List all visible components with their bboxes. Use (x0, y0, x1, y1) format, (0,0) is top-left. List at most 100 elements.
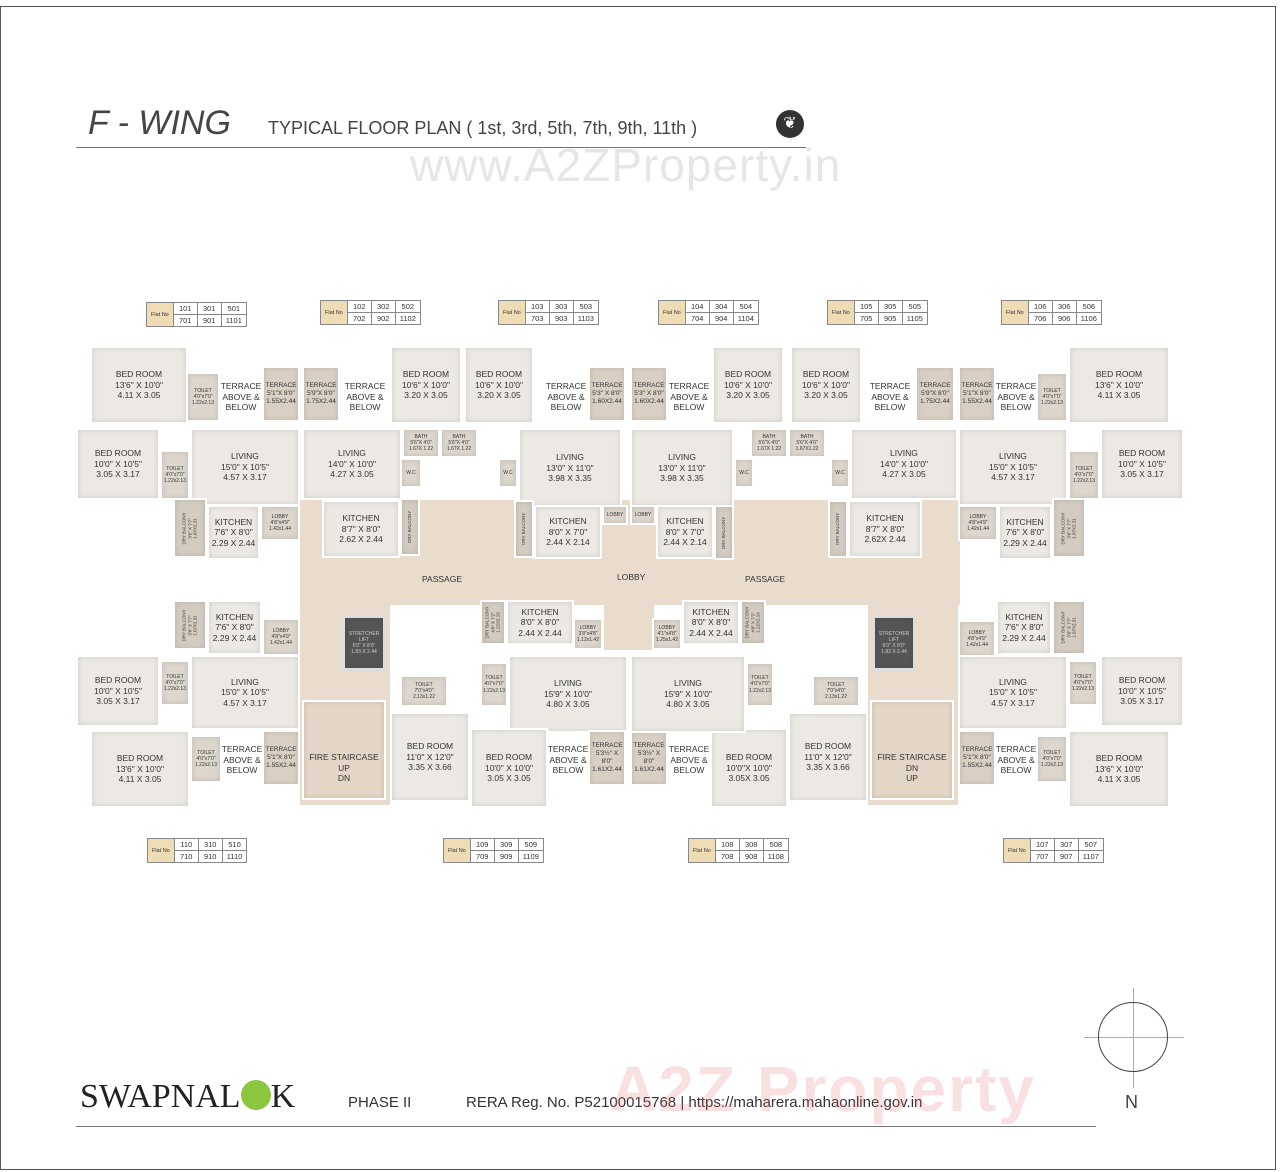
flat-number: 1104 (732, 312, 759, 325)
room-name: FIRE STAIRCASE (877, 752, 947, 763)
flat-number: 310 (197, 838, 223, 851)
room-size-metric: 4.11 X 3.05 (1097, 390, 1141, 401)
flat-number: 1103 (572, 312, 599, 325)
room-name: BATH (800, 433, 814, 440)
room-size-imperial: 15'9" X 10'0" (663, 688, 713, 699)
room-name: LIVING (231, 451, 259, 462)
room-size-metric: 1.42x1.44 (269, 526, 291, 533)
flat-number: 305 (877, 300, 903, 313)
flat-number: 908 (738, 850, 764, 863)
room-w-c: W.C (734, 458, 754, 488)
flat-number: 110 (173, 838, 199, 851)
room-name: BED ROOM (724, 369, 772, 380)
room-size-imperial: 8'7" X 8'0" (341, 523, 381, 534)
room-size-metric: 1.55X2.44 (266, 762, 296, 770)
flat-number: 303 (548, 300, 574, 313)
room-size-metric: 1.67X 1.22 (408, 446, 434, 453)
flat-number: 508 (762, 838, 789, 851)
room-name: KITCHEN (692, 606, 730, 617)
room-name: LIVING (554, 678, 582, 689)
room-size-metric: 1.22X2.19 (495, 612, 501, 633)
room-size-metric: 1.75X2.44 (920, 398, 950, 406)
room-size-imperial: 7'6" X 8'0" (1005, 527, 1045, 538)
flat-number: 106 (1027, 300, 1053, 313)
room-name: TOILET (415, 681, 433, 688)
room-name: DRY BALCONY (744, 606, 750, 639)
flat-number: 509 (517, 838, 544, 851)
room-size-imperial: 4'0"x7'0" (1073, 679, 1093, 686)
room-size-imperial: 4'0"x7'0" (484, 681, 504, 688)
room-size-imperial: 13'6" X 10'0" (1094, 763, 1144, 774)
leaf-icon: ❦ (776, 110, 804, 138)
room-size-metric: 4.57 X 3.17 (223, 472, 267, 483)
room-name: LIVING (890, 448, 918, 459)
room-size-metric: 1.55X2.44 (962, 398, 992, 406)
room-dry-balcony: DRY BALCONY (714, 505, 734, 560)
flat-number: 510 (221, 838, 248, 851)
room-name: BED ROOM (725, 752, 773, 763)
flat-number: 706 (1027, 312, 1053, 325)
room-name: BED ROOM (485, 752, 533, 763)
room-size-metric: 1.83 X 2.44 (351, 649, 377, 656)
room-size-imperial: 5'1"X 8'0" (267, 753, 295, 761)
room-name: KITCHEN (666, 516, 704, 527)
room-size-imperial: 10'0" X 10'5" (1117, 458, 1167, 469)
room-name: BED ROOM (475, 369, 523, 380)
room-size-imperial: 6'0" X 8'0" (882, 643, 906, 649)
flat-no-header: Flat No (827, 300, 855, 325)
room-size-imperial: 5'6"X 4'0" (448, 439, 470, 446)
flat-number: 102 (346, 300, 372, 313)
room-name: W.C (835, 469, 845, 476)
room-name: LIVING (999, 451, 1027, 462)
room-name: TOILET (751, 675, 769, 682)
passage-left-label: PASSAGE (422, 574, 462, 584)
room-terrace-above-below: TERRACE ABOVE & BELOW (222, 735, 262, 785)
room-name: TERRACE ABOVE & BELOW (547, 744, 589, 776)
flat-number: 1101 (220, 314, 247, 327)
room-name: LIVING (999, 676, 1027, 687)
room-name: BED ROOM (802, 369, 850, 380)
room-size-metric: 3.05 X 3.17 (96, 696, 140, 707)
flat-no-header: Flat No (320, 300, 348, 325)
room-size-imperial: 10'0" X 10'5" (93, 685, 143, 696)
room-name: BED ROOM (406, 741, 454, 752)
flat-number: 901 (196, 314, 222, 327)
room-size-imperial: 5'3½" X 8'0" (595, 749, 619, 765)
flat-number: 501 (220, 302, 247, 315)
room-size-metric: 1.67X1.22 (795, 446, 819, 453)
room-size-metric: 1.22x2.13 (1041, 400, 1063, 407)
lobby-label: LOBBY (617, 572, 646, 582)
flat-number: 1102 (394, 312, 421, 325)
room-size-imperial: 8'0" X 8'0" (691, 617, 731, 628)
room-size-metric: 2.44 X 2.44 (689, 627, 733, 638)
flat-number: 301 (196, 302, 222, 315)
flat-number: 506 (1075, 300, 1102, 313)
room-size-imperial: 4'8"x4'9" (271, 633, 291, 640)
room-size-imperial: 5'3" X 8'0" (592, 389, 622, 397)
room-name: DRY BALCONY (1060, 511, 1066, 545)
room-w-c: W.C (498, 458, 518, 488)
room-terrace-above-below: TERRACE ABOVE & BELOW (220, 372, 262, 422)
room-size-metric: 2.62X 2.44 (864, 534, 906, 545)
flat-number: 907 (1053, 850, 1079, 863)
room-size-metric: 3.05 X 3.05 (487, 773, 531, 784)
room-name: TOILET (1075, 465, 1093, 472)
room-name: BED ROOM (1118, 675, 1166, 686)
